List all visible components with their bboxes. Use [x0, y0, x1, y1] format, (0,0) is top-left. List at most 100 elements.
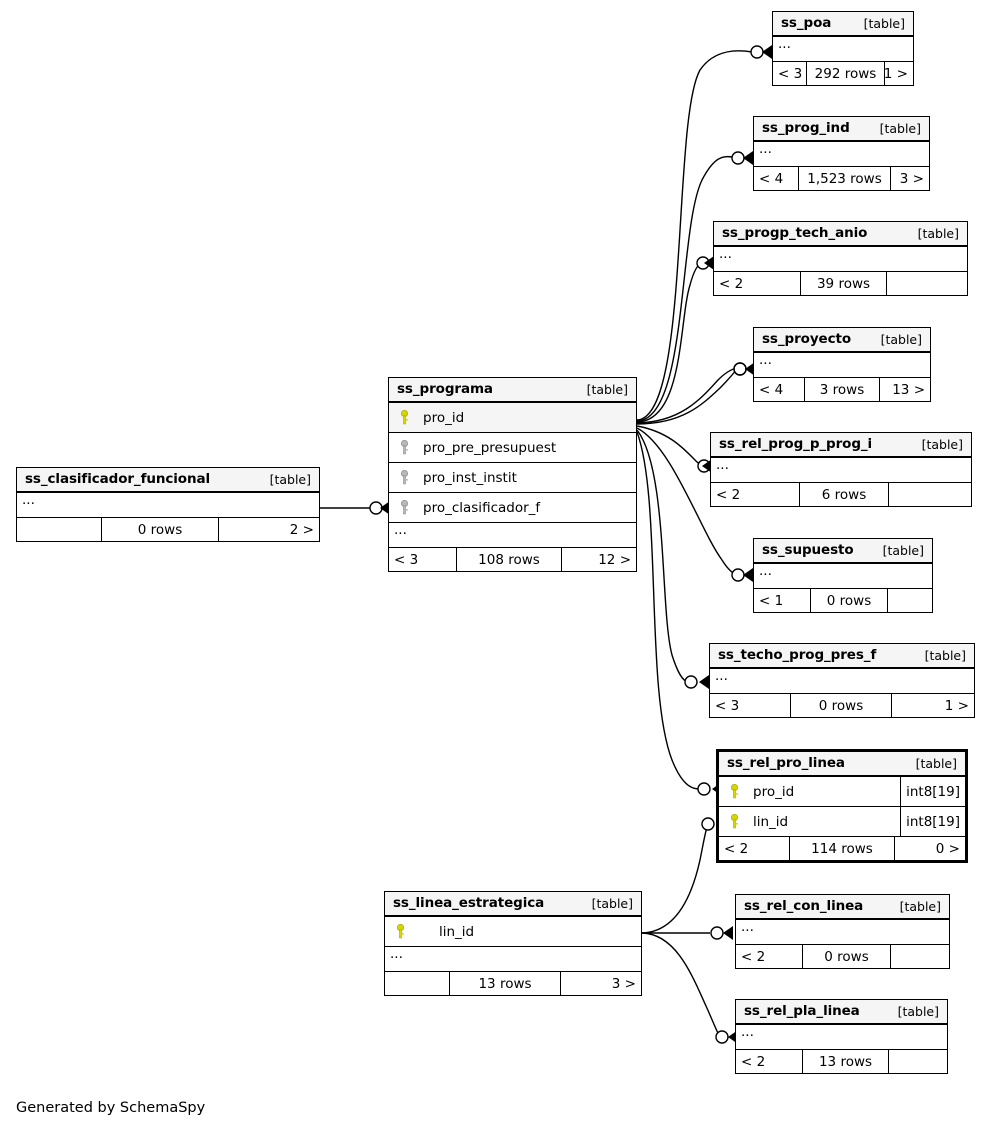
table-title: ss_clasificador_funcional [table] — [17, 468, 319, 493]
table-tag: [table] — [917, 225, 959, 241]
table-title: ss_supuesto [table] — [754, 539, 932, 564]
edge-circle-proyecto-a — [733, 362, 747, 376]
edge-circle-progp-tech-anio — [696, 256, 710, 270]
table-title: ss_rel_pla_linea [table] — [736, 1000, 947, 1025]
footer-rows: 6 rows — [799, 483, 889, 506]
table-ss_supuesto[interactable]: ss_supuesto [table] ... < 1 0 rows — [753, 538, 933, 613]
column-row[interactable]: lin_id — [385, 917, 641, 947]
primary-key-icon — [385, 924, 411, 939]
edge-programa-rel-prog-p-prog-i — [636, 425, 704, 467]
footer-rows: 0 rows — [802, 945, 891, 968]
table-more-columns: ... — [754, 353, 930, 378]
edge-programa-proyecto-b — [636, 368, 738, 425]
footer-parents: < 3 — [715, 697, 740, 714]
table-ss_programa[interactable]: ss_programa [table] pro_id pro_p — [388, 377, 637, 572]
table-ss_rel_pla_linea[interactable]: ss_rel_pla_linea [table] ... < 2 13 rows — [735, 999, 948, 1074]
column-row[interactable]: pro_id — [389, 403, 636, 433]
footer-children — [889, 1050, 947, 1073]
table-footer: < 3 108 rows 12 > — [389, 548, 636, 571]
table-tag: [table] — [880, 331, 922, 347]
table-footer: < 2 6 rows — [711, 483, 971, 506]
footer-rows: 1,523 rows — [798, 167, 891, 190]
footer-parents: < 4 — [759, 381, 784, 398]
column-row[interactable]: pro_inst_instit — [389, 463, 636, 493]
edge-linea-rel-pla-linea — [641, 932, 720, 1036]
table-tag: [table] — [899, 898, 941, 914]
table-ss_clasificador_funcional[interactable]: ss_clasificador_funcional [table] ... 0 … — [16, 467, 320, 542]
table-more-columns: ... — [389, 523, 636, 548]
table-ss_poa[interactable]: ss_poa [table] ... < 3 292 rows 1 > — [772, 11, 914, 86]
table-ss_rel_pro_linea[interactable]: ss_rel_pro_linea [table] pro_id int8[19] — [716, 749, 968, 863]
table-tag: [table] — [586, 381, 628, 397]
footer-parents: < 2 — [716, 486, 741, 503]
edge-circle-rel-pla-linea — [715, 1030, 729, 1044]
table-ss_progp_tech_anio[interactable]: ss_progp_tech_anio [table] ... < 2 39 ro… — [713, 221, 968, 296]
table-more-columns: ... — [711, 458, 971, 483]
edge-circle-poa — [750, 45, 764, 59]
table-footer: < 2 39 rows — [714, 272, 967, 295]
table-name: ss_rel_pla_linea — [744, 1003, 860, 1019]
footer-rows: 292 rows — [806, 62, 885, 85]
footer-children — [889, 483, 971, 506]
table-name: ss_rel_con_linea — [744, 898, 864, 914]
table-footer: < 2 114 rows 0 > — [719, 837, 965, 860]
footer-children: 12 > — [598, 551, 631, 568]
schemaspy-credit: Generated by SchemaSpy — [16, 1100, 206, 1116]
footer-parents: < 2 — [741, 948, 766, 965]
table-tag: [table] — [921, 436, 963, 452]
table-ss_linea_estrategica[interactable]: ss_linea_estrategica [table] lin_id ... … — [384, 891, 642, 996]
table-title: ss_proyecto [table] — [754, 328, 930, 353]
table-footer: < 1 0 rows — [754, 589, 932, 612]
edge-circle-techo-prog-pres-f — [684, 675, 698, 689]
footer-children: 3 > — [611, 975, 636, 992]
table-more-columns: ... — [17, 493, 319, 518]
edge-arrow-prog-ind — [743, 151, 753, 165]
footer-rows: 0 rows — [790, 694, 892, 717]
table-name: ss_programa — [397, 381, 493, 397]
edge-circle-rel-con-linea — [710, 926, 724, 940]
table-title: ss_rel_prog_p_prog_i [table] — [711, 433, 971, 458]
edge-circle-prog-ind — [731, 151, 745, 165]
column-row[interactable]: lin_id int8[19] — [719, 807, 965, 837]
column-name: pro_inst_instit — [423, 469, 517, 486]
table-title: ss_progp_tech_anio [table] — [714, 222, 967, 247]
table-name: ss_prog_ind — [762, 120, 850, 136]
edge-circle-rel-pro-linea-pro — [697, 782, 711, 796]
edge-programa-progp-tech-anio — [636, 262, 703, 423]
table-tag: [table] — [269, 471, 311, 487]
edge-linea-rel-pro-linea — [641, 823, 709, 934]
table-title: ss_techo_prog_pres_f [table] — [710, 644, 974, 669]
footer-children — [888, 589, 932, 612]
table-title: ss_poa [table] — [773, 12, 913, 37]
table-footer: 0 rows 2 > — [17, 518, 319, 541]
column-name: lin_id — [439, 923, 475, 940]
edge-programa-techo-prog-pres-f — [636, 429, 689, 683]
table-ss_proyecto[interactable]: ss_proyecto [table] ... < 4 3 rows 13 > — [753, 327, 931, 402]
edge-arrow-techo-prog-pres-f — [699, 675, 709, 689]
table-ss_rel_con_linea[interactable]: ss_rel_con_linea [table] ... < 2 0 rows — [735, 894, 950, 969]
footer-children: 2 > — [289, 521, 314, 538]
table-more-columns: ... — [714, 247, 967, 272]
column-name: lin_id — [753, 813, 789, 830]
table-tag: [table] — [897, 1003, 939, 1019]
table-ss_techo_prog_pres_f[interactable]: ss_techo_prog_pres_f [table] ... < 3 0 r… — [709, 643, 975, 718]
footer-rows: 39 rows — [800, 272, 887, 295]
edge-arrow-poa — [762, 45, 772, 59]
footer-parents: < 3 — [394, 551, 419, 568]
table-name: ss_progp_tech_anio — [722, 225, 868, 241]
column-row[interactable]: pro_pre_presupuest — [389, 433, 636, 463]
table-ss_rel_prog_p_prog_i[interactable]: ss_rel_prog_p_prog_i [table] ... < 2 6 r… — [710, 432, 972, 507]
column-row[interactable]: pro_clasificador_f — [389, 493, 636, 523]
table-ss_prog_ind[interactable]: ss_prog_ind [table] ... < 4 1,523 rows 3… — [753, 116, 930, 191]
column-row[interactable]: pro_id int8[19] — [719, 777, 965, 807]
column-name: pro_clasificador_f — [423, 499, 541, 516]
footer-parents: < 4 — [759, 170, 784, 187]
table-footer: < 3 292 rows 1 > — [773, 62, 913, 85]
table-footer: < 2 13 rows — [736, 1050, 947, 1073]
edge-circle-supuesto — [731, 568, 745, 582]
footer-parents — [385, 972, 449, 995]
table-title: ss_rel_con_linea [table] — [736, 895, 949, 920]
footer-children: 3 > — [899, 170, 924, 187]
table-footer: 13 rows 3 > — [385, 972, 641, 995]
